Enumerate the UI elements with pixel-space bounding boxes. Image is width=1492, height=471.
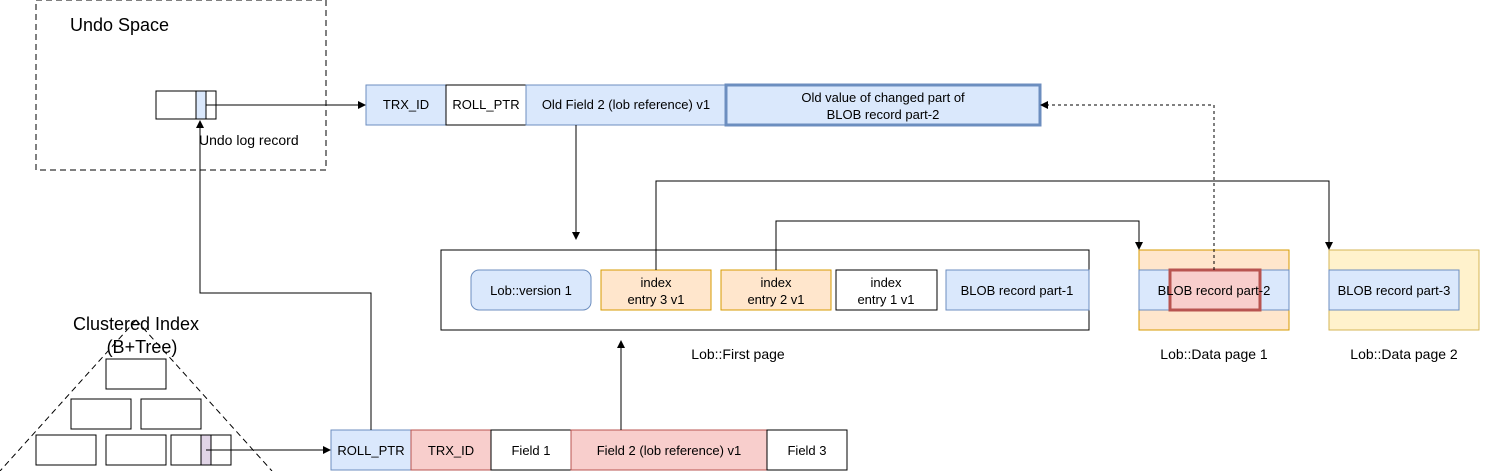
lob-data-page-2: BLOB record part-3 Lob::Data page 2 <box>1328 249 1480 362</box>
svg-text:Field 1: Field 1 <box>511 443 550 458</box>
svg-text:index: index <box>760 275 792 290</box>
connectors <box>196 101 1333 454</box>
arrow-entry2-to-data-page-1 <box>775 220 1143 270</box>
undo-log-record-label: Undo log record <box>199 132 299 148</box>
clustered-row-fields: ROLL_PTR TRX_ID Field 1 Field 2 (lob ref… <box>330 429 848 471</box>
row-roll-ptr-field[interactable]: ROLL_PTR <box>330 429 412 471</box>
blob-record-part-3[interactable]: BLOB record part-3 <box>1328 269 1460 311</box>
svg-text:Lob::version 1: Lob::version 1 <box>490 283 572 298</box>
svg-text:TRX_ID: TRX_ID <box>428 443 474 458</box>
svg-text:entry 3 v1: entry 3 v1 <box>627 292 684 307</box>
svg-text:index: index <box>870 275 902 290</box>
blob-record-part-2[interactable]: BLOB record part-2 <box>1138 268 1290 312</box>
index-entry-2[interactable]: index entry 2 v1 <box>720 269 832 311</box>
svg-text:BLOB record part-2: BLOB record part-2 <box>1158 283 1271 298</box>
data-page-2-label: Lob::Data page 2 <box>1350 346 1458 362</box>
svg-text:entry 2 v1: entry 2 v1 <box>747 292 804 307</box>
undo-record-fields: TRX_ID ROLL_PTR Old Field 2 (lob referen… <box>365 83 1042 127</box>
row-trx-id-field[interactable]: TRX_ID <box>410 429 492 471</box>
svg-text:BLOB record part-3: BLOB record part-3 <box>1338 283 1451 298</box>
undo-roll-ptr-field[interactable]: ROLL_PTR <box>445 84 527 126</box>
undo-trx-id-field[interactable]: TRX_ID <box>365 84 447 126</box>
btree-leaf-node <box>35 434 97 466</box>
svg-text:index: index <box>640 275 672 290</box>
clustered-index-title: Clustered Index <box>73 314 199 334</box>
svg-text:Old Field 2 (lob reference) v1: Old Field 2 (lob reference) v1 <box>542 97 710 112</box>
first-page-label: Lob::First page <box>691 346 785 362</box>
svg-text:TRX_ID: TRX_ID <box>383 97 429 112</box>
data-page-1-label: Lob::Data page 1 <box>1160 346 1268 362</box>
svg-text:Field 3: Field 3 <box>787 443 826 458</box>
row-field-1[interactable]: Field 1 <box>490 429 572 471</box>
lob-version-box[interactable]: Lob::version 1 <box>470 269 592 311</box>
lob-first-page: Lob::version 1 index entry 3 v1 index en… <box>440 249 1090 362</box>
svg-text:BLOB record part-2: BLOB record part-2 <box>827 107 940 122</box>
lob-data-page-1: BLOB record part-2 Lob::Data page 1 <box>1138 249 1290 362</box>
clustered-index: Clustered Index (B+Tree) <box>0 314 273 471</box>
btree-root-node <box>105 358 167 390</box>
svg-text:ROLL_PTR: ROLL_PTR <box>452 97 519 112</box>
arrow-roll-ptr-to-undo-record <box>196 120 372 430</box>
blob-record-part-1[interactable]: BLOB record part-1 <box>945 269 1090 311</box>
row-field-3[interactable]: Field 3 <box>766 429 848 471</box>
svg-text:Old value of changed part of: Old value of changed part of <box>801 90 965 105</box>
row-field-2[interactable]: Field 2 (lob reference) v1 <box>570 429 768 471</box>
svg-text:entry 1 v1: entry 1 v1 <box>857 292 914 307</box>
svg-text:ROLL_PTR: ROLL_PTR <box>337 443 404 458</box>
arrow-entry3-to-data-page-2 <box>655 180 1333 270</box>
svg-text:Field 2 (lob reference) v1: Field 2 (lob reference) v1 <box>597 443 742 458</box>
undo-old-blob-value[interactable]: Old value of changed part of BLOB record… <box>724 83 1042 127</box>
svg-text:BLOB record part-1: BLOB record part-1 <box>961 283 1074 298</box>
index-entry-3[interactable]: index entry 3 v1 <box>600 269 712 311</box>
index-entry-1[interactable]: index entry 1 v1 <box>835 269 938 311</box>
btree-node <box>70 398 132 430</box>
btree-leaf-node <box>105 434 167 466</box>
btree-node <box>140 398 202 430</box>
undo-space: Undo Space Undo log record <box>35 0 327 171</box>
clustered-index-subtitle: (B+Tree) <box>107 337 178 357</box>
arrow-blob-part2-to-old-value <box>1040 101 1215 270</box>
undo-space-title: Undo Space <box>70 15 169 35</box>
undo-old-field-2[interactable]: Old Field 2 (lob reference) v1 <box>525 84 727 126</box>
